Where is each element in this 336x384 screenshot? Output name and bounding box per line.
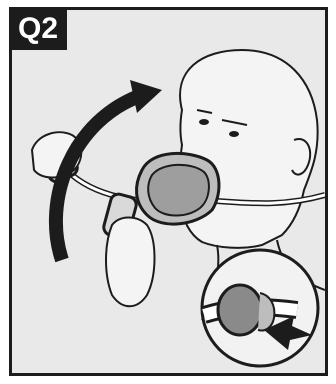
step-label-badge: Q2 [9,7,67,50]
hand-right [106,218,155,307]
eye-left [199,119,209,125]
mask-frame [148,165,209,216]
motion-arrow-head [130,80,162,113]
eye-right [229,131,239,137]
inset-connector [218,285,262,335]
mask-fitting-illustration [12,10,325,373]
illustration-frame [9,7,328,376]
